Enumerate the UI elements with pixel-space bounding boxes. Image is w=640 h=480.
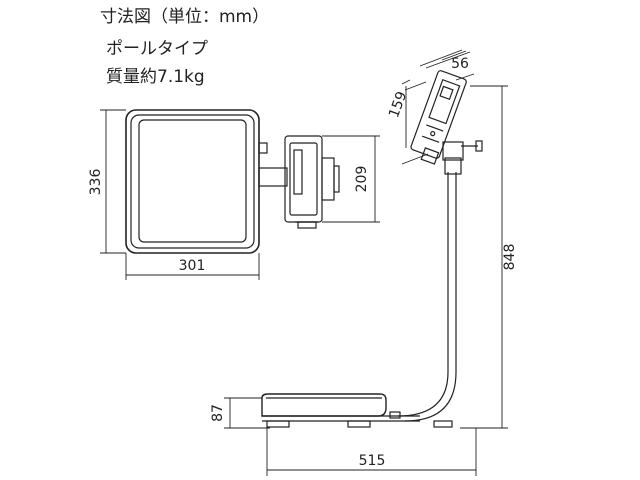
platform-top-view [125,109,288,254]
scale-side-view [261,140,483,428]
dim-top-width: 301 [179,258,206,274]
dim-top-depth: 336 [88,169,104,196]
drawing-heading: 寸法図（単位：mm） [100,7,270,27]
dim-total-height: 848 [502,244,518,271]
dim-head-height: 159 [386,89,410,120]
side-view-dimension-lines [224,49,508,476]
weight-label: 質量約7.1kg [106,67,205,87]
dim-display-height: 209 [354,166,370,193]
model-type-label: ポールタイプ [106,39,208,59]
indicator-top-view [284,135,340,229]
dim-total-depth: 515 [359,453,386,469]
dim-base-height: 87 [210,404,226,422]
top-view-dimension-lines [100,109,380,280]
dim-head-width: 56 [451,56,469,72]
indicator-side-view [410,70,467,165]
